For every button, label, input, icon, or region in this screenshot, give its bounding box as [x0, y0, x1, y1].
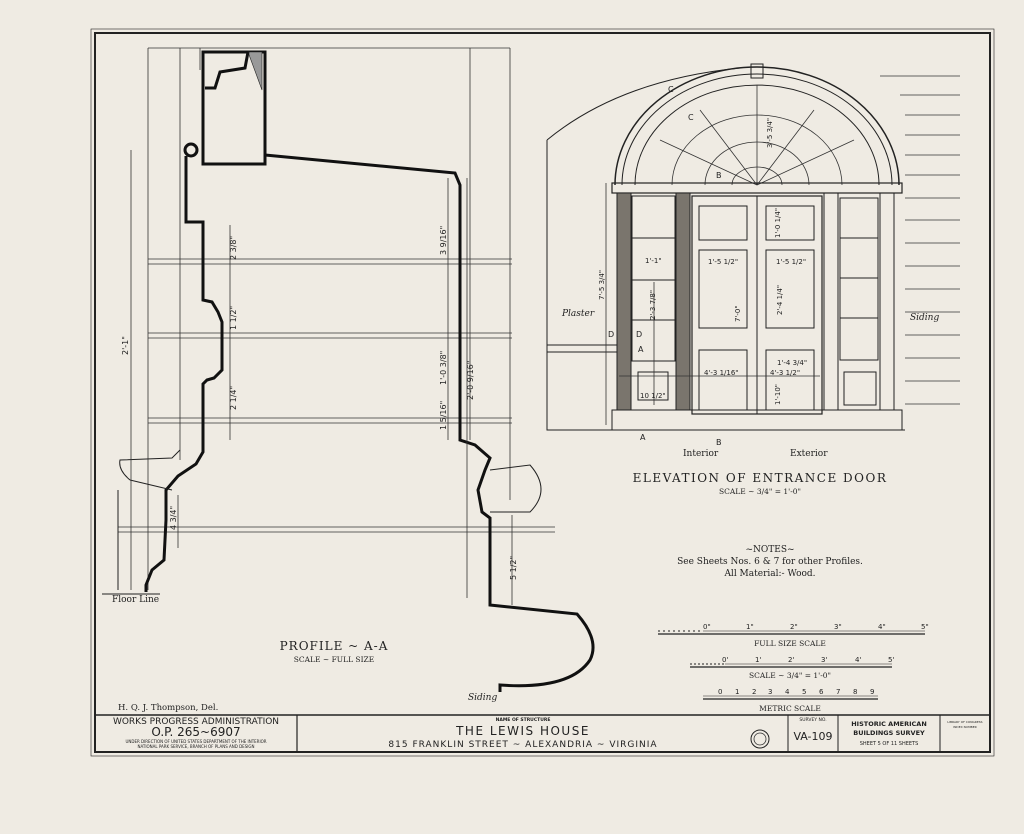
floor-line-label: Floor Line	[112, 595, 159, 605]
under-direction-line2: NATIONAL PARK SERVICE, BRANCH OF PLANS A…	[137, 744, 254, 749]
scale-tick: 2'	[788, 656, 794, 664]
elevation-dimensions: 7'-5 3/4" 1'-1" 2'-3 7/8" 1'-5 1/2" 1'-5…	[598, 118, 807, 405]
scale-tick: 1'	[755, 656, 761, 664]
dim-label: 3 9/16"	[439, 226, 448, 255]
scale-tick: 4	[785, 688, 790, 696]
scale-tick: 1"	[746, 623, 754, 631]
dim-label: 1'-5 1/2"	[708, 258, 738, 266]
dim-label: 1 1/2"	[229, 306, 238, 330]
scale-tick: 0'	[722, 656, 728, 664]
exterior-label: Exterior	[790, 449, 828, 459]
scale-tick: 8	[853, 688, 857, 696]
section-mark: B	[716, 171, 722, 180]
dim-label: 4'-3 1/2"	[770, 369, 800, 377]
scale-tick: 3	[768, 688, 772, 696]
survey-number: VA-109	[793, 730, 832, 743]
dim-label: 2'-3 7/8"	[649, 290, 657, 320]
habs-line1: HISTORIC AMERICAN	[851, 720, 927, 728]
structure-name: THE LEWIS HOUSE	[455, 724, 590, 738]
scale-tick: 1	[735, 688, 739, 696]
dim-label: 4 3/4"	[169, 506, 178, 530]
profile-title: PROFILE ~ A-A	[280, 639, 389, 653]
structure-address: 815 FRANKLIN STREET ~ ALEXANDRIA ~ VIRGI…	[388, 740, 657, 750]
section-mark: A	[638, 345, 644, 354]
scale-label: SCALE ~ 3/4" = 1'-0"	[749, 671, 831, 680]
dim-label: 1'-0 3/8"	[439, 351, 448, 385]
scale-tick: 2	[752, 688, 756, 696]
dim-label: 1'-0 1/4"	[774, 208, 782, 238]
elevation-siding-label: Siding	[910, 313, 939, 323]
dim-label: 5 1/2"	[509, 556, 518, 580]
name-of-structure-label: NAME OF STRUCTURE	[496, 717, 551, 723]
scale-tick: 0	[718, 688, 722, 696]
plaster-label: Plaster	[561, 309, 595, 319]
section-mark: C	[688, 113, 694, 122]
scale-tick: 0"	[703, 623, 711, 631]
dim-label: 2'-0 9/16"	[466, 361, 475, 400]
interior-label: Interior	[683, 449, 719, 459]
scale-tick: 4'	[855, 656, 861, 664]
elevation-scale: SCALE ~ 3/4" = 1'-0"	[719, 487, 801, 496]
scale-tick: 3'	[821, 656, 827, 664]
three-quarter-scale-bar: 0' 1' 2' 3' 4' 5' SCALE ~ 3/4" = 1'-0"	[690, 656, 894, 680]
section-mark: A	[640, 433, 646, 442]
scale-tick: 5'	[888, 656, 894, 664]
delineator: H. Q. J. Thompson, Del.	[118, 703, 218, 713]
survey-no-label: SURVEY NO.	[799, 717, 826, 723]
profile-scale: SCALE ~ FULL SIZE	[294, 655, 374, 664]
library-line2: INDEX NUMBER	[953, 725, 976, 729]
scale-tick: 9	[870, 688, 874, 696]
dim-label: 7'-5 3/4"	[598, 270, 606, 300]
title-block: WORKS PROGRESS ADMINISTRATION O.P. 265~6…	[95, 714, 990, 752]
dim-label: 2 3/8"	[229, 236, 238, 260]
scale-label: FULL SIZE SCALE	[754, 639, 826, 648]
sheet-number: SHEET 5 OF 11 SHEETS	[860, 741, 919, 747]
profile-dimensions: 2'-1" 2 3/8" 1 1/2" 2 1/4" 4 3/4" 3 9/16…	[121, 226, 518, 580]
dim-label: 1'-10"	[774, 384, 782, 405]
scale-tick: 7	[836, 688, 840, 696]
profile-siding-label: Siding	[468, 693, 497, 703]
wpa-label: WORKS PROGRESS ADMINISTRATION	[113, 717, 279, 727]
elevation-title: ELEVATION OF ENTRANCE DOOR	[633, 471, 888, 485]
dim-label: 1'-1"	[645, 257, 662, 265]
dim-label: 3'-5 3/4"	[766, 118, 774, 148]
section-mark: B	[716, 438, 722, 447]
library-line1: LIBRARY OF CONGRESS	[947, 720, 982, 724]
dim-label: 2'-4 1/4"	[776, 285, 784, 315]
notes-title: ~NOTES~	[745, 545, 794, 555]
section-marks: A A B B C C D D	[608, 85, 722, 447]
scale-tick: 5	[802, 688, 806, 696]
dim-label: 1'-4 3/4"	[777, 359, 807, 367]
dim-label: 1'-5 1/2"	[776, 258, 806, 266]
notes-line: See Sheets Nos. 6 & 7 for other Profiles…	[677, 557, 863, 567]
dim-label: 10 1/2"	[640, 392, 666, 400]
sheet-outer-border	[90, 28, 995, 757]
metric-scale-bar: 0 1 2 3 4 5 6 7 8 9 METRIC SCALE	[703, 688, 878, 713]
seal-icon	[750, 729, 770, 749]
profile-a-a-drawing	[102, 47, 595, 692]
scale-tick: 3"	[834, 623, 842, 631]
dim-label: 4'-3 1/16"	[704, 369, 739, 377]
scale-tick: 4"	[878, 623, 886, 631]
dim-label: 1 5/16"	[439, 401, 448, 430]
notes-line: All Material:- Wood.	[723, 569, 815, 579]
section-mark: D	[636, 330, 642, 339]
entrance-door-elevation	[546, 63, 960, 431]
full-size-scale-bar: 0" 1" 2" 3" 4" 5" FULL SIZE SCALE	[658, 623, 929, 648]
op-number: O.P. 265~6907	[151, 725, 240, 739]
dim-label: 2'-1"	[121, 336, 130, 355]
section-mark: C	[668, 85, 674, 94]
section-mark: D	[608, 330, 614, 339]
scale-label: METRIC SCALE	[759, 704, 821, 713]
dim-label: 2 1/4"	[229, 386, 238, 410]
habs-line2: BUILDINGS SURVEY	[853, 729, 925, 737]
scale-tick: 2"	[790, 623, 798, 631]
under-direction-line1: UNDER DIRECTION OF UNITED STATES DEPARTM…	[125, 739, 266, 744]
sheet-border	[94, 32, 991, 753]
scale-tick: 6	[819, 688, 824, 696]
dim-label: 7'-0"	[734, 305, 742, 322]
scale-tick: 5"	[921, 623, 929, 631]
